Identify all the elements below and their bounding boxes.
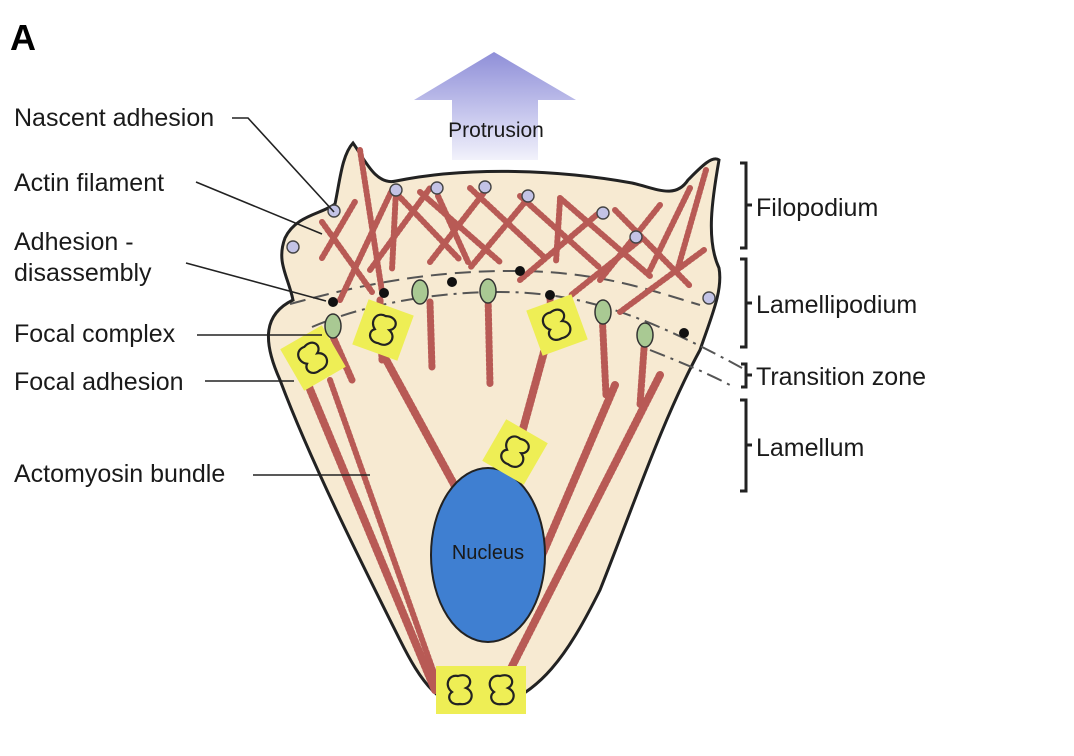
bracket-transition-zone — [741, 364, 752, 387]
focal-adhesion-4 — [436, 666, 484, 714]
disassembly-dot-1 — [379, 288, 389, 298]
label-adhesion-disassembly-line1: Adhesion - — [14, 228, 134, 256]
nascent-adhesion-5 — [522, 190, 534, 202]
disassembly-dot-3 — [545, 290, 555, 300]
actin-filament-23 — [430, 302, 432, 368]
label-transition-zone: Transition zone — [756, 363, 926, 391]
focal-complex-2 — [480, 279, 496, 303]
label-actin-filament: Actin filament — [14, 169, 164, 197]
label-focal-complex: Focal complex — [14, 320, 176, 348]
nascent-adhesion-6 — [597, 207, 609, 219]
bracket-lamellipodium — [740, 259, 752, 347]
bracket-filopodium — [740, 163, 752, 248]
nascent-adhesion-2 — [390, 184, 402, 196]
nascent-adhesion-4 — [479, 181, 491, 193]
focal-complex-3 — [595, 300, 611, 324]
right-brackets — [740, 163, 752, 491]
label-actomyosin-bundle: Actomyosin bundle — [14, 460, 225, 488]
focal-complex-1 — [412, 280, 428, 304]
label-nascent-adhesion: Nascent adhesion — [14, 104, 214, 132]
label-lamellipodium: Lamellipodium — [756, 291, 917, 319]
focal-complex-4 — [637, 323, 653, 347]
focal-adhesion-5 — [478, 666, 526, 714]
disassembly-dot-5 — [515, 266, 525, 276]
bracket-lamellum — [740, 400, 752, 491]
nascent-adhesion-3 — [431, 182, 443, 194]
label-lamellum: Lamellum — [756, 434, 864, 462]
label-focal-adhesion: Focal adhesion — [14, 368, 184, 396]
nucleus-label: Nucleus — [452, 542, 524, 564]
label-filopodium: Filopodium — [756, 194, 878, 222]
protrusion-arrow — [414, 52, 576, 160]
leader-nascent-adhesion — [232, 118, 334, 212]
disassembly-dot-4 — [679, 328, 689, 338]
panel-label: A — [10, 17, 36, 58]
disassembly-dot-2 — [447, 277, 457, 287]
protrusion-label: Protrusion — [448, 119, 544, 142]
nascent-adhesion-8 — [703, 292, 715, 304]
nascent-adhesion-7 — [630, 231, 642, 243]
focal-complex-0 — [325, 314, 341, 338]
actin-filament-24 — [488, 296, 490, 385]
leader-actin-filament — [196, 182, 322, 234]
nascent-adhesion-0 — [287, 241, 299, 253]
disassembly-dot-0 — [328, 297, 338, 307]
label-adhesion-disassembly-line2: disassembly — [14, 259, 152, 287]
